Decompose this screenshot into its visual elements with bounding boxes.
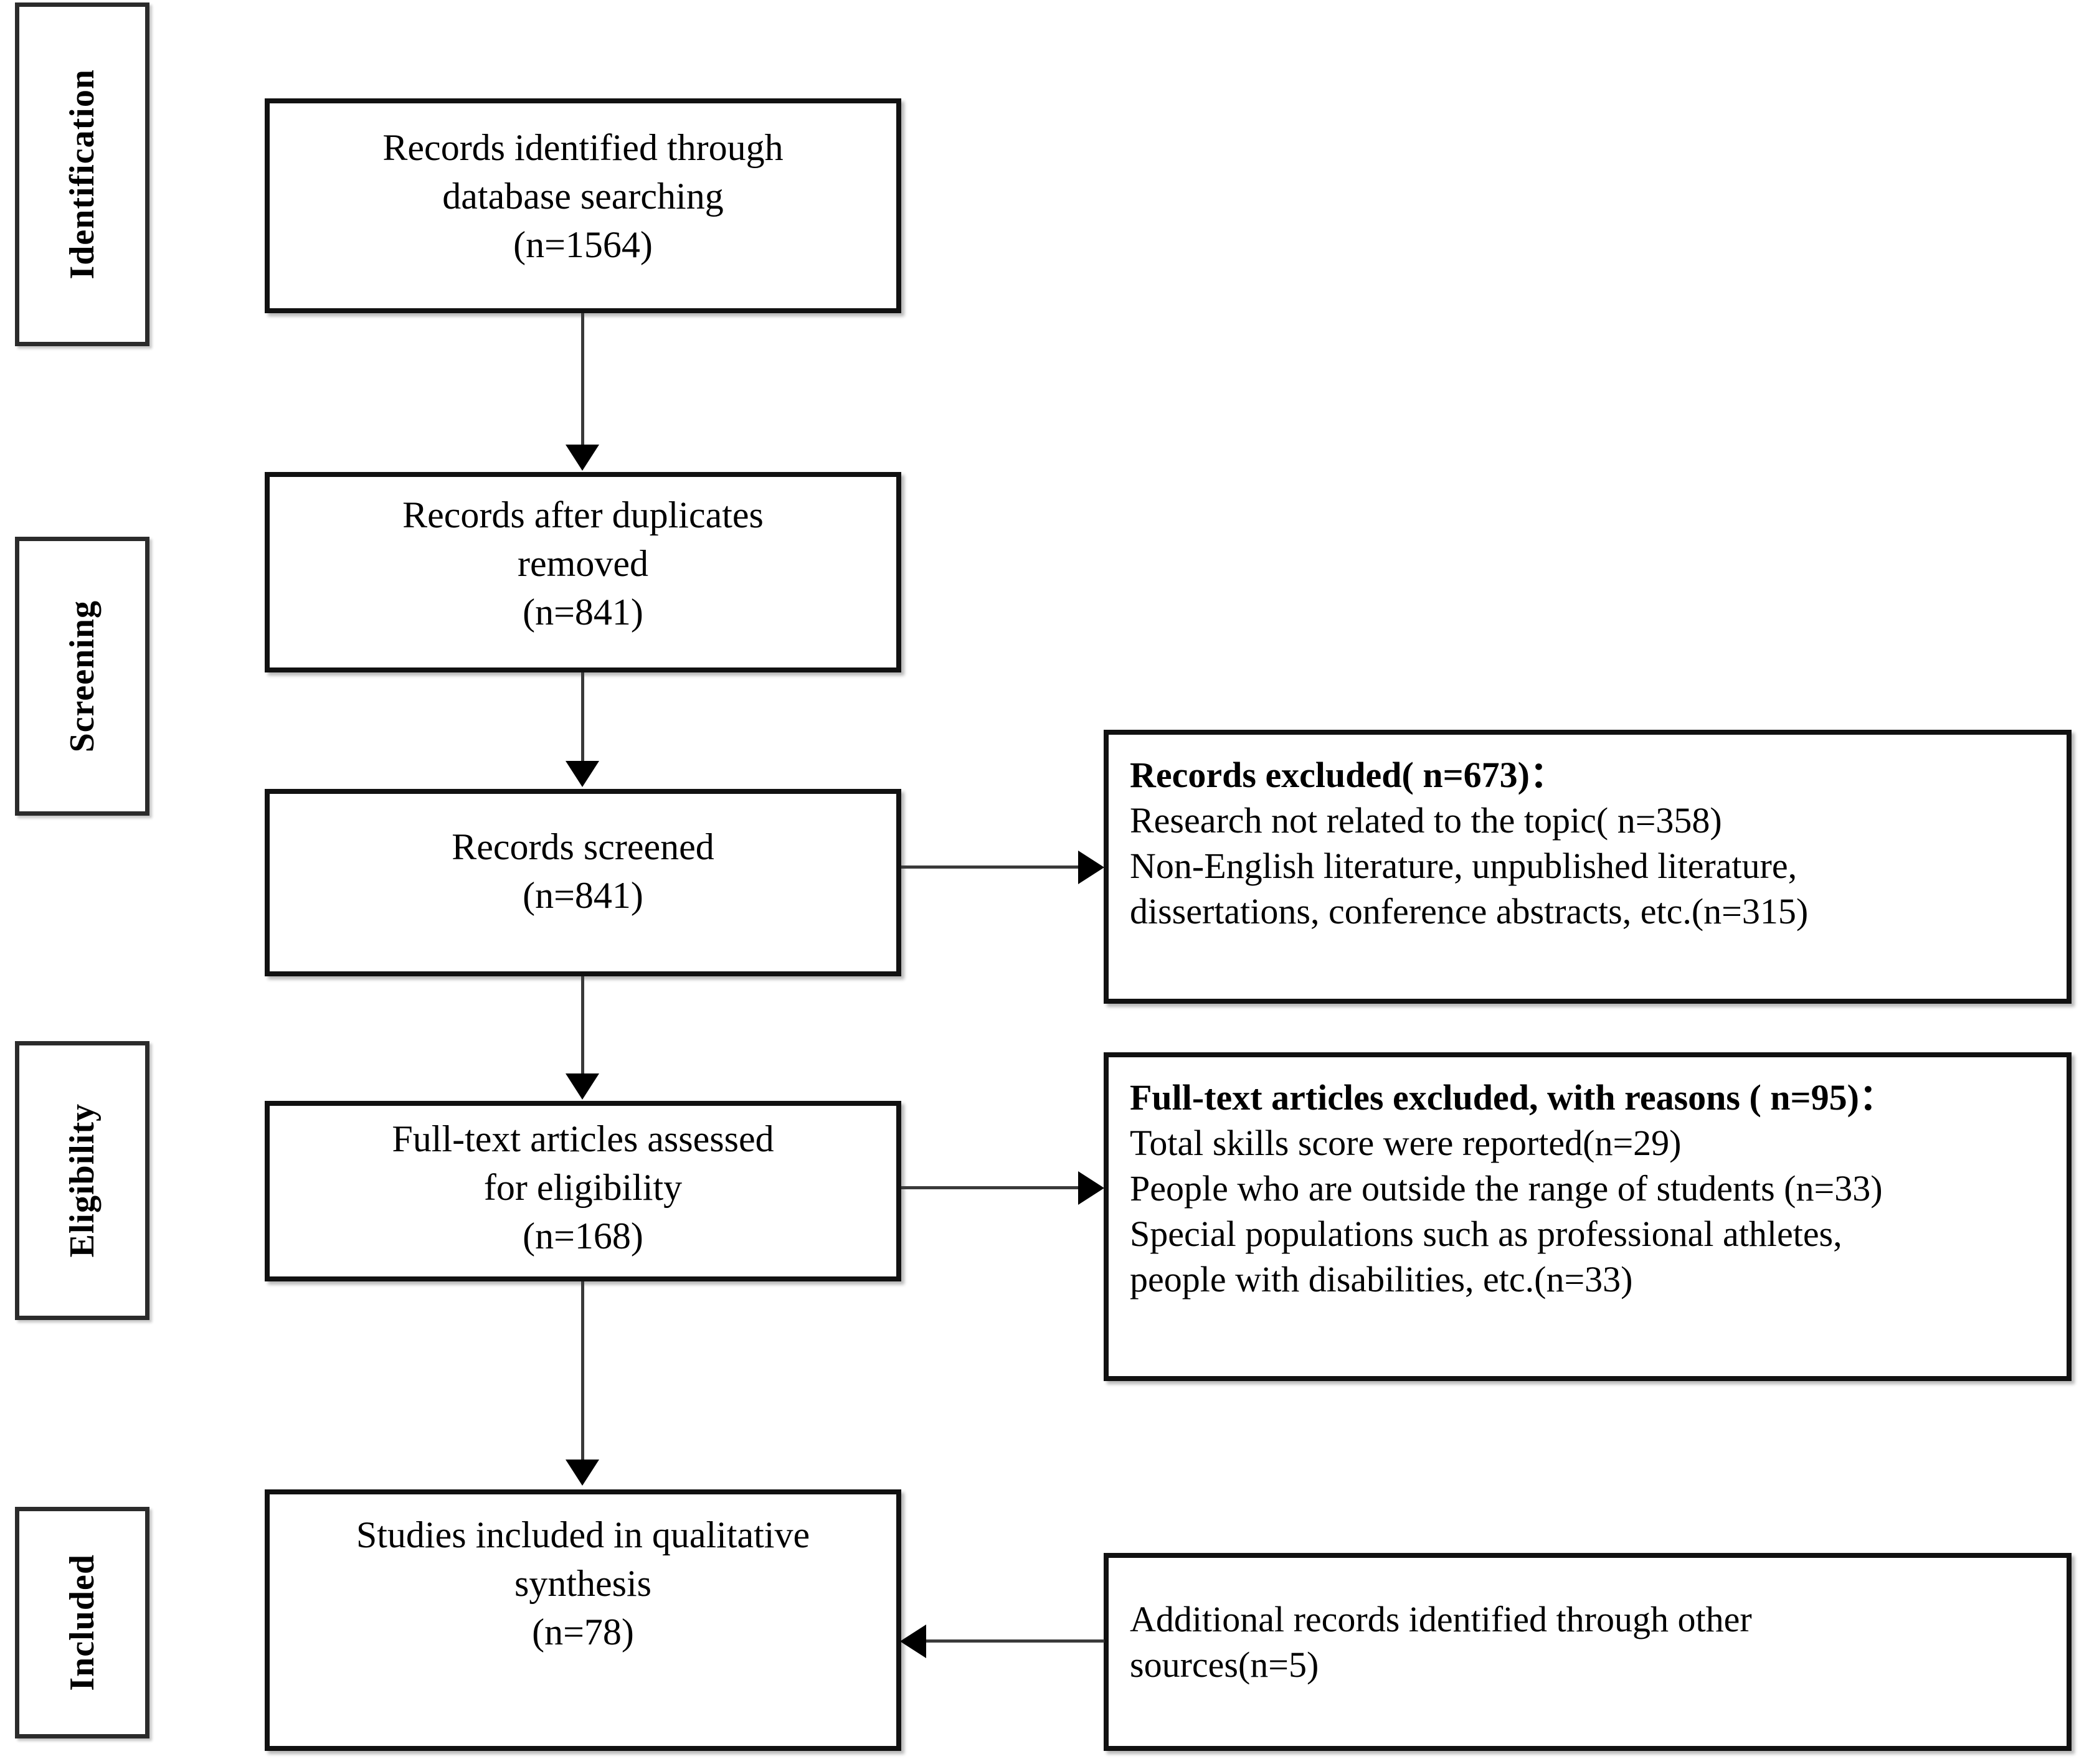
- side-box-additional-records: Additional records identified through ot…: [1104, 1553, 2072, 1751]
- fulltext-excluded-heading: Full-text articles excluded, with reason…: [1130, 1077, 1895, 1118]
- fulltext-excluded-line-1: Total skills score were reported(n=29): [1130, 1123, 1682, 1164]
- stage-label-screening: Screening: [15, 537, 149, 816]
- arrow-identified-to-duplicates-icon: [566, 445, 599, 471]
- studies-included-line-3: (n=78): [532, 1611, 634, 1653]
- records-excluded-heading: Records excluded( n=673)：: [1130, 755, 1566, 795]
- studies-included-line-1: Studies included in qualitative: [356, 1514, 810, 1555]
- stage-label-eligibility: Eligibility: [15, 1041, 149, 1320]
- stage-label-identification: Identification: [15, 2, 149, 346]
- stage-label-screening-text: Screening: [63, 600, 102, 753]
- connector-duplicates-to-screened: [581, 672, 584, 764]
- connector-identified-to-duplicates: [581, 313, 584, 449]
- fulltext-assessed-line-2: for eligibility: [483, 1167, 683, 1208]
- records-after-duplicates-line-3: (n=841): [523, 592, 643, 633]
- fulltext-assessed-line-3: (n=168): [523, 1215, 643, 1257]
- arrow-fulltext-to-fulltext-excluded-icon: [1078, 1171, 1104, 1205]
- stage-label-eligibility-text: Eligibility: [63, 1103, 102, 1258]
- arrow-duplicates-to-screened-icon: [566, 761, 599, 787]
- records-identified-line-3: (n=1564): [513, 224, 653, 265]
- flow-box-records-screened: Records screened (n=841): [265, 789, 901, 976]
- stage-label-included: Included: [15, 1507, 149, 1738]
- flow-box-records-after-duplicates: Records after duplicates removed (n=841): [265, 472, 901, 672]
- side-box-records-excluded: Records excluded( n=673)： Research not r…: [1104, 730, 2072, 1004]
- connector-screened-to-excluded: [901, 865, 1081, 869]
- connector-fulltext-to-included: [581, 1281, 584, 1462]
- records-after-duplicates-line-2: removed: [518, 543, 648, 584]
- arrow-screened-to-excluded-icon: [1078, 851, 1104, 884]
- flow-box-fulltext-assessed: Full-text articles assessed for eligibil…: [265, 1101, 901, 1281]
- fulltext-excluded-line-2: People who are outside the range of stud…: [1130, 1168, 1883, 1209]
- records-screened-line-1: Records screened: [452, 826, 714, 867]
- side-box-fulltext-excluded: Full-text articles excluded, with reason…: [1104, 1052, 2072, 1381]
- additional-records-line-1: Additional records identified through ot…: [1130, 1599, 1752, 1639]
- fulltext-assessed-line-1: Full-text articles assessed: [392, 1118, 774, 1159]
- stage-label-included-text: Included: [63, 1554, 102, 1691]
- arrow-additional-to-included-icon: [900, 1625, 926, 1658]
- connector-screened-to-fulltext: [581, 976, 584, 1076]
- records-identified-line-2: database searching: [442, 176, 724, 217]
- records-excluded-line-1: Research not related to the topic( n=358…: [1130, 800, 1722, 841]
- records-after-duplicates-line-1: Records after duplicates: [402, 494, 764, 535]
- stage-label-identification-text: Identification: [63, 69, 102, 280]
- fulltext-excluded-line-3: Special populations such as professional…: [1130, 1214, 1842, 1255]
- records-excluded-line-2: Non-English literature, unpublished lite…: [1130, 846, 1797, 887]
- records-excluded-line-3: dissertations, conference abstracts, etc…: [1130, 891, 1809, 932]
- connector-fulltext-to-fulltext-excluded: [901, 1186, 1081, 1189]
- additional-records-line-2: sources(n=5): [1130, 1644, 1319, 1686]
- records-screened-line-2: (n=841): [523, 875, 643, 916]
- flow-box-records-identified: Records identified through database sear…: [265, 98, 901, 313]
- flow-box-studies-included: Studies included in qualitative synthesi…: [265, 1489, 901, 1751]
- arrow-fulltext-to-included-icon: [566, 1460, 599, 1486]
- records-identified-line-1: Records identified through: [382, 127, 784, 168]
- studies-included-line-2: synthesis: [514, 1563, 652, 1604]
- arrow-screened-to-fulltext-icon: [566, 1073, 599, 1100]
- fulltext-excluded-line-4: people with disabilities, etc.(n=33): [1130, 1259, 1633, 1300]
- connector-additional-to-included: [926, 1639, 1104, 1643]
